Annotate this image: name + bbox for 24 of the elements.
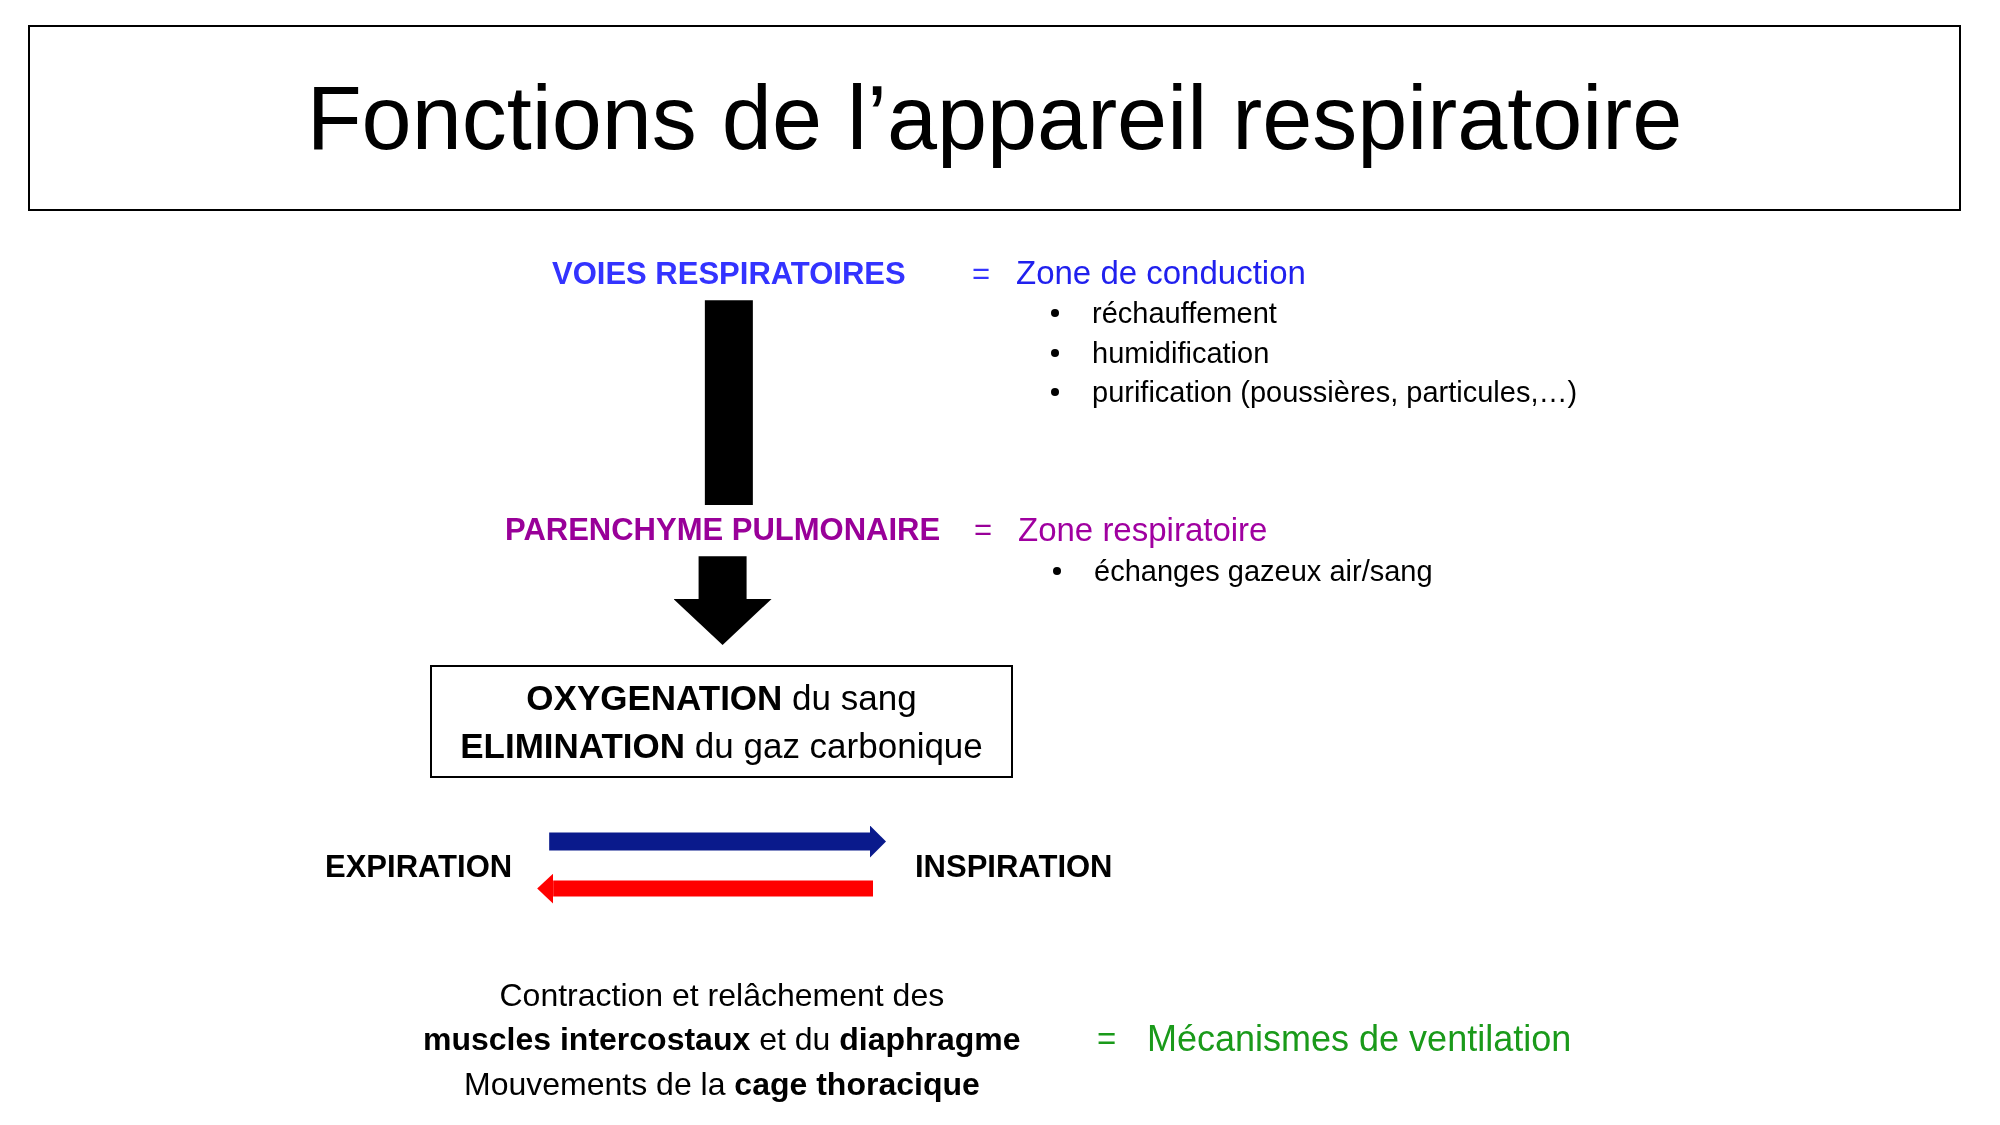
node-label: PARENCHYME PULMONAIRE [505,511,941,549]
outcome-box [430,665,1013,778]
box-text: ELIMINATION du gaz carbonique [460,724,983,767]
bullet-text: purification (poussières, particules,…) [1092,375,1578,410]
box-text: OXYGENATION du sang [526,677,917,720]
equals-sign: = [974,511,993,549]
zone-label: Zone respiratoire [1018,510,1268,550]
arrow [537,873,873,904]
equals-sign: = [972,255,991,293]
description-text: muscles intercostaux et du diaphragme [423,1020,1021,1059]
slide-title: Fonctions de l’appareil respiratoire [28,25,1961,211]
node-label: VOIES RESPIRATOIRES [552,255,906,293]
description-text: Contraction et relâchement des [499,976,945,1015]
arrow [673,556,772,645]
node-label: INSPIRATION [915,848,1113,886]
bullet-text: échanges gazeux air/sang [1094,554,1433,589]
zone-label: Mécanismes de ventilation [1147,1017,1572,1061]
bullet-text: humidification [1092,336,1270,371]
description-text: Mouvements de la cage thoracique [464,1065,980,1104]
bullet-text: réchauffement [1092,296,1277,331]
node-label: EXPIRATION [325,848,513,886]
zone-label: Zone de conduction [1016,253,1306,293]
arrow [549,825,886,858]
equals-sign: = [1097,1019,1117,1059]
